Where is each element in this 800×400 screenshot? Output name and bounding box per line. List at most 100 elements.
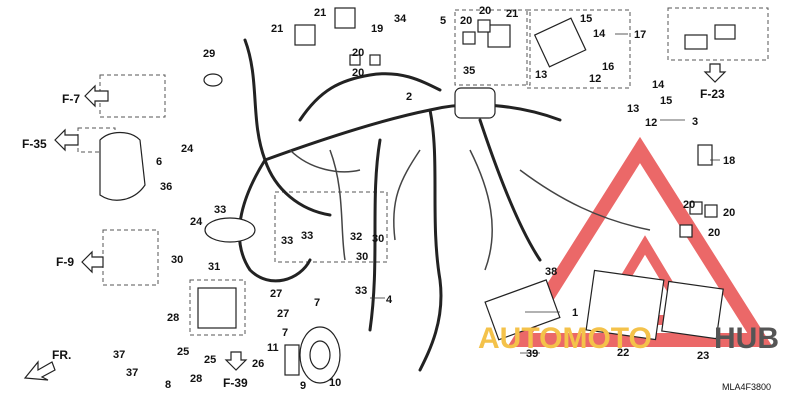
group-box-17 (526, 9, 631, 89)
wire-harness-thin (289, 149, 651, 271)
group-box-f23 (667, 7, 769, 61)
arrow-f9 (81, 250, 104, 274)
relay-21-right (487, 24, 511, 48)
group-box-33 (274, 191, 388, 263)
part-label-33a: 33 (214, 204, 226, 216)
grommet-29 (203, 73, 223, 87)
relay-18 (697, 144, 713, 166)
ref-f23: F-23 (700, 87, 725, 101)
harness-branch-down (418, 108, 443, 372)
part-label-36: 36 (160, 181, 172, 193)
part-label-5: 5 (440, 15, 446, 27)
part-label-26: 26 (252, 358, 264, 370)
part-label-6: 6 (156, 156, 162, 168)
relay-20-g (679, 224, 693, 238)
group-box-27 (189, 279, 246, 336)
part-label-35: 35 (463, 65, 475, 77)
group-box-f7 (99, 74, 166, 118)
part-label-21b: 21 (314, 7, 326, 19)
fuse-box-23 (661, 280, 724, 340)
part-label-20g: 20 (708, 227, 720, 239)
part-label-27a: 27 (270, 288, 282, 300)
fuse-box-17 (533, 17, 587, 68)
thin-wire-3 (469, 149, 493, 271)
part-label-14b: 14 (652, 79, 665, 91)
part-label-25a: 25 (177, 346, 189, 358)
arrow-f39 (224, 351, 248, 371)
part-label-33c: 33 (301, 230, 313, 242)
relay-20-c (462, 31, 476, 45)
arrow-f7 (84, 84, 109, 108)
relay-20-b (369, 54, 381, 66)
part-label-21a: 21 (271, 23, 283, 35)
part-label-14a: 14 (593, 28, 606, 40)
ref-f39: F-39 (223, 376, 248, 390)
components (99, 7, 736, 384)
part-label-38: 38 (545, 266, 557, 278)
harness-branch-right (478, 118, 542, 262)
relay-21-left (294, 24, 316, 46)
part-label-33b: 33 (281, 235, 293, 247)
connector-f23-b (714, 24, 736, 40)
part-label-12a: 12 (589, 73, 601, 85)
part-label-9: 9 (300, 380, 306, 392)
watermark-triangle-outer (507, 136, 773, 347)
part-label-4: 4 (386, 294, 393, 306)
thin-wire-2 (329, 149, 346, 261)
connector-f23-a (684, 34, 708, 50)
part-label-22: 22 (617, 347, 629, 359)
thin-wire-1 (289, 149, 361, 173)
part-label-20a: 20 (352, 47, 364, 59)
coil-35 (454, 87, 496, 119)
fuse-box-22 (585, 269, 665, 341)
part-label-31: 31 (208, 261, 220, 273)
part-label-19: 19 (371, 23, 383, 35)
relay-20-f (704, 204, 718, 218)
harness-branch-mid (368, 138, 382, 332)
part-label-30c: 30 (372, 233, 384, 245)
part-label-8: 8 (165, 379, 171, 391)
part-label-20b: 20 (352, 67, 364, 79)
part-label-1: 1 (572, 307, 578, 319)
part-label-7a: 7 (314, 297, 320, 309)
relay-20-d (477, 19, 491, 33)
ref-front: FR. (52, 348, 71, 362)
sensor-24 (204, 217, 256, 243)
bracket-27 (197, 287, 237, 329)
part-label-11: 11 (267, 342, 279, 354)
part-label-12b: 12 (645, 117, 657, 129)
part-label-32: 32 (350, 231, 362, 243)
relay-20-a (349, 54, 361, 66)
part-label-20d: 20 (479, 5, 491, 17)
bracket-9 (284, 344, 300, 376)
arrow-f35 (54, 128, 79, 152)
bracket-6 (99, 131, 146, 201)
arrow-f23 (703, 63, 727, 83)
part-label-10: 10 (329, 377, 341, 389)
wire-harness-main (237, 38, 562, 372)
part-label-2: 2 (406, 91, 412, 103)
part-label-34: 34 (394, 13, 407, 25)
reference-arrows (23, 63, 727, 381)
group-box-21 (454, 9, 531, 86)
part-label-18: 18 (723, 155, 735, 167)
part-label-20f: 20 (723, 207, 735, 219)
relay-20-e (689, 201, 703, 215)
diagram-code: MLA4F3800 (722, 382, 771, 392)
part-label-33d: 33 (355, 285, 367, 297)
part-labels: 1 2 3 4 5 6 7 7 8 9 10 11 12 12 13 13 14… (113, 5, 735, 392)
ref-f9: F-9 (56, 255, 74, 269)
part-label-30a: 30 (171, 254, 183, 266)
watermark-text-suffix: HUB (714, 322, 779, 355)
part-label-24a: 24 (181, 143, 194, 155)
part-label-21c: 21 (506, 8, 518, 20)
ref-f35: F-35 (22, 137, 47, 151)
part-label-39: 39 (526, 348, 538, 360)
harness-branch-left (243, 38, 332, 217)
group-box-f9 (102, 229, 159, 286)
harness-branch-top (298, 72, 442, 122)
part-label-37b: 37 (126, 367, 138, 379)
part-label-20e: 20 (683, 199, 695, 211)
relay-21-top (334, 7, 356, 29)
